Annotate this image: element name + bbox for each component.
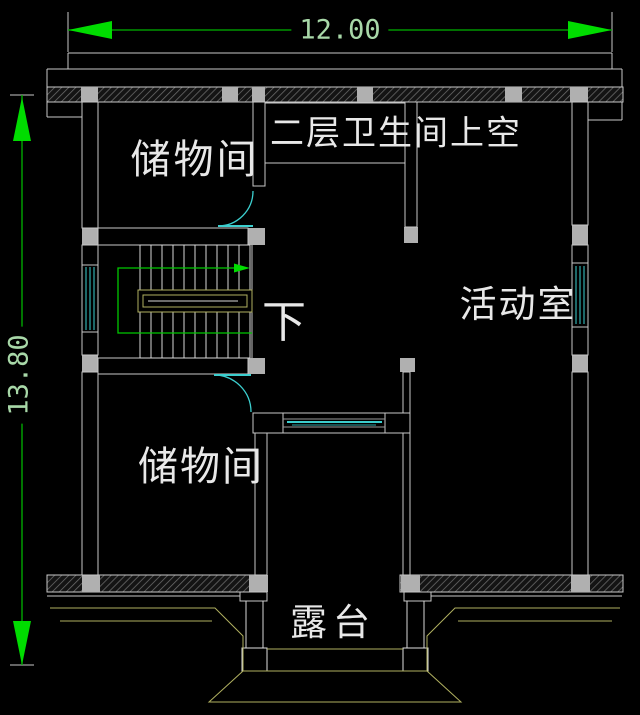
wall-segments: [81, 101, 589, 576]
room-label-terrace: 露台: [290, 602, 376, 643]
window-left: [85, 267, 95, 330]
door-storage-top: [217, 190, 254, 227]
dim-arrow-up-icon: [13, 97, 31, 141]
terrace-steps: [50, 607, 620, 703]
dimension-width-text: 12.00: [291, 14, 389, 46]
stair-direction-path: [117, 263, 252, 334]
room-label-bathroom-void: 二层卫生间上空: [270, 114, 522, 153]
exterior-wall-bands: [46, 86, 624, 593]
room-label-storage-bottom: 储物间: [138, 445, 264, 489]
eave-outline: [46, 52, 623, 597]
staircase: [117, 244, 253, 359]
room-label-activity: 活动室: [459, 284, 577, 325]
window-middle: [283, 418, 385, 428]
dim-arrow-left-icon: [68, 21, 112, 39]
structural-columns: [81, 87, 590, 592]
dim-arrow-right-icon: [568, 21, 612, 39]
stair-handrail: [137, 289, 253, 313]
dimension-depth-text: 13.80: [3, 326, 35, 424]
door-hall: [213, 374, 252, 413]
terrace-structure: [50, 591, 620, 703]
stair-down-label: 下: [262, 298, 306, 347]
stair-direction-arrow-icon: [234, 263, 250, 273]
bathroom-void-outline: [264, 102, 406, 164]
dim-arrow-down-icon: [13, 621, 31, 665]
room-label-storage-top: 储物间: [130, 138, 260, 182]
window-right: [575, 266, 585, 324]
terrace-piers: [241, 647, 429, 672]
